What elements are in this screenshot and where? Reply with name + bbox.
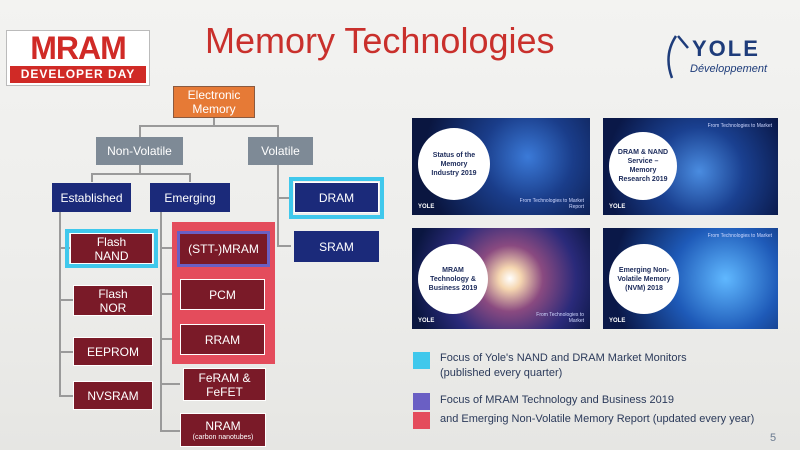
- report-logo: YOLE: [418, 318, 435, 324]
- node-label: NOR: [99, 300, 127, 315]
- node-label: NRAM: [205, 418, 241, 433]
- legend-swatch-red: [413, 412, 430, 429]
- node-label: SRAM: [319, 239, 354, 254]
- report-thumbnail-dram-nand: DRAM & NAND Service – Memory Research 20…: [603, 118, 778, 215]
- node-electronic-memory: Electronic Memory: [173, 86, 255, 118]
- report-title-badge: MRAM Technology & Business 2019: [418, 244, 488, 314]
- report-title-badge: DRAM & NAND Service – Memory Research 20…: [609, 132, 677, 200]
- node-label: PCM: [209, 287, 236, 302]
- node-eeprom: EEPROM: [73, 337, 153, 366]
- yole-logo: YOLE Développement: [660, 30, 790, 82]
- report-logo: YOLE: [609, 318, 626, 324]
- node-label: (STT-)MRAM: [188, 242, 259, 256]
- yole-logo-word: YOLE: [692, 36, 760, 61]
- dram-highlight: [289, 177, 384, 219]
- report-title: MRAM Technology & Business 2019: [428, 266, 478, 292]
- connector: [189, 173, 191, 182]
- connector: [91, 173, 93, 182]
- legend-swatch-purple: [413, 393, 430, 410]
- mram-developer-day-logo: MRAM DEVELOPER DAY: [6, 30, 150, 86]
- connector: [213, 117, 215, 126]
- flash-nand-highlight: [65, 229, 158, 268]
- connector: [91, 173, 191, 175]
- connector: [277, 197, 291, 199]
- connector: [59, 212, 61, 396]
- node-volatile: Volatile: [248, 137, 313, 165]
- node-flash-nor: Flash NOR: [73, 285, 153, 316]
- node-label: Non-Volatile: [107, 144, 172, 158]
- node-pcm: PCM: [180, 279, 265, 310]
- node-label: RRAM: [204, 332, 241, 347]
- node-label: EEPROM: [86, 344, 139, 359]
- node-label: Established: [60, 190, 123, 205]
- node-nvsram: NVSRAM: [73, 381, 153, 410]
- node-label: Emerging: [164, 190, 216, 205]
- connector: [139, 125, 141, 137]
- node-feram-fefet: FeRAM & FeFET: [183, 368, 266, 401]
- page-number: 5: [770, 432, 777, 444]
- node-sram: SRAM: [294, 231, 379, 262]
- node-label: DRAM: [318, 190, 355, 205]
- connector: [59, 351, 73, 353]
- report-title-badge: Emerging Non-Volatile Memory (NVM) 2018: [609, 244, 679, 314]
- connector: [139, 165, 141, 174]
- yole-logo-subtitle: Développement: [690, 63, 768, 75]
- node-label: Flash: [98, 286, 128, 301]
- connector: [160, 383, 180, 385]
- report-tag: From Technologies to Market: [536, 312, 584, 324]
- node-label: NAND: [94, 248, 129, 263]
- node-label: Electronic Memory: [187, 88, 241, 116]
- node-non-volatile: Non-Volatile: [96, 137, 183, 165]
- node-label: FeFET: [206, 384, 243, 399]
- node-label: NVSRAM: [87, 388, 139, 403]
- report-logo: YOLE: [609, 204, 626, 210]
- page-title: Memory Technologies: [205, 20, 555, 61]
- connector: [277, 165, 279, 247]
- report-title: DRAM & NAND Service – Memory Research 20…: [617, 149, 669, 183]
- node-label: FeRAM &: [198, 370, 251, 385]
- connector: [59, 299, 73, 301]
- report-tag: From Technologies to Market: [707, 233, 772, 239]
- legend-text-cyan-line2: (published every quarter): [440, 367, 563, 379]
- connector: [160, 430, 180, 432]
- node-emerging: Emerging: [150, 183, 230, 212]
- report-thumbnail-memory-industry: Status of the Memory Industry 2019 From …: [412, 118, 590, 215]
- report-tag: From Technologies to Market: [707, 123, 772, 129]
- node-established: Established: [52, 183, 131, 212]
- node-stt-mram: (STT-)MRAM: [177, 231, 270, 267]
- legend-swatch-cyan: [413, 352, 430, 369]
- connector: [277, 125, 279, 137]
- connector: [139, 125, 278, 127]
- report-thumbnail-mram: MRAM Technology & Business 2019 From Tec…: [412, 228, 590, 329]
- logo-mram-text: MRAM: [30, 30, 127, 66]
- connector: [160, 338, 176, 340]
- connector: [59, 395, 73, 397]
- report-title-badge: Status of the Memory Industry 2019: [418, 128, 490, 200]
- legend-text-purple: Focus of MRAM Technology and Business 20…: [440, 394, 674, 406]
- connector: [277, 245, 291, 247]
- report-tag: From Technologies to Market Report: [519, 198, 584, 210]
- node-label: Volatile: [261, 144, 300, 158]
- legend-text-red: and Emerging Non-Volatile Memory Report …: [440, 413, 755, 425]
- report-title: Emerging Non-Volatile Memory (NVM) 2018: [617, 266, 671, 292]
- connector: [160, 212, 162, 432]
- report-logo: YOLE: [418, 204, 435, 210]
- node-label: (carbon nanotubes): [192, 433, 254, 441]
- logo-developer-day-text: DEVELOPER DAY: [10, 66, 146, 83]
- node-dram: DRAM: [294, 182, 379, 213]
- yole-mark-icon: [667, 35, 689, 79]
- node-label: Flash: [96, 234, 127, 249]
- connector: [160, 247, 176, 249]
- report-thumbnail-emerging-nvm: Emerging Non-Volatile Memory (NVM) 2018 …: [603, 228, 778, 329]
- connector: [160, 293, 176, 295]
- node-rram: RRAM: [180, 324, 265, 355]
- node-nram: NRAM (carbon nanotubes): [180, 413, 266, 447]
- report-title: Status of the Memory Industry 2019: [431, 151, 477, 177]
- node-flash-nand: Flash NAND: [70, 233, 153, 264]
- legend-text-cyan-line1: Focus of Yole's NAND and DRAM Market Mon…: [440, 352, 687, 364]
